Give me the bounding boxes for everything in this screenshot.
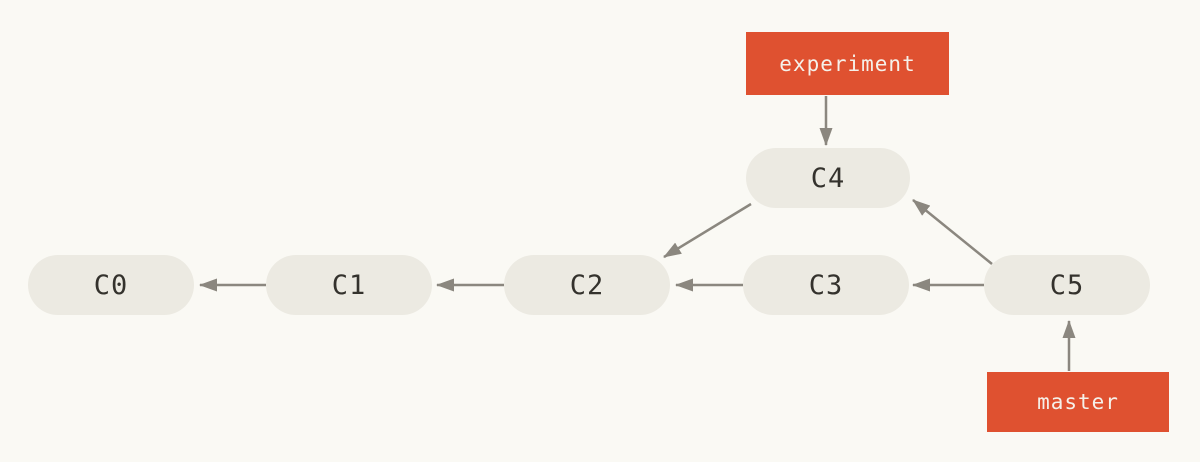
commit-node-c1: C1: [266, 255, 432, 315]
commit-label-c2: C2: [569, 269, 605, 301]
commit-node-c5: C5: [984, 255, 1150, 315]
branch-label-experiment: experiment: [746, 32, 949, 95]
commit-label-c0: C0: [93, 269, 129, 301]
commit-node-c0: C0: [28, 255, 194, 315]
edge-c5-to-c4: [912, 199, 993, 265]
commit-node-c3: C3: [743, 255, 909, 315]
commit-node-c2: C2: [504, 255, 670, 315]
commit-label-c3: C3: [808, 269, 844, 301]
branch-label-master: master: [987, 372, 1169, 432]
commit-label-c1: C1: [331, 269, 367, 301]
edge-c4-to-c2: [663, 202, 752, 259]
branch-label-experiment-text: experiment: [779, 51, 916, 76]
commit-label-c4: C4: [810, 162, 846, 194]
commit-node-c4: C4: [746, 148, 910, 208]
branch-label-master-text: master: [1037, 390, 1119, 414]
commit-label-c5: C5: [1049, 269, 1085, 301]
